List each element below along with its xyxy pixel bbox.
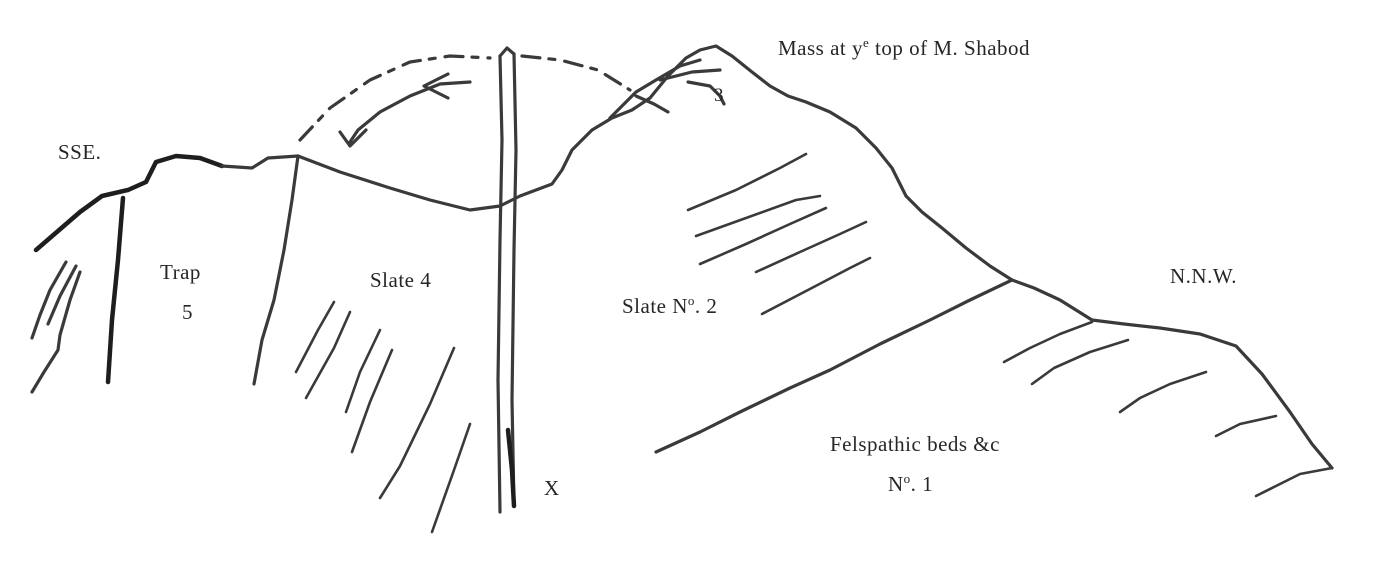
label-felspathic-beds: Felspathic beds &c (830, 432, 1000, 456)
no1-superscript: o (903, 471, 911, 486)
slate4-cleavage-lines (294, 300, 472, 534)
slate2-superscript: o (687, 293, 695, 308)
slate2-number: . 2 (694, 294, 718, 318)
label-trap-number: 5 (182, 300, 193, 324)
trap-inner-line (105, 195, 126, 385)
dyke-bottom (505, 427, 517, 509)
label-x-mark: X (544, 476, 560, 500)
label-sse: SSE. (58, 140, 102, 164)
label-trap: Trap (160, 260, 201, 284)
felspathic-boundary (654, 278, 1014, 454)
title-rest: top of M. Shabod (869, 36, 1031, 60)
label-slate-4: Slate 4 (370, 268, 432, 292)
slate4-boundary (252, 154, 300, 386)
arrow-curve (348, 80, 472, 144)
label-nnw: N.N.W. (1170, 264, 1237, 288)
title-label: Mass at ye top of M. Shabod (778, 36, 1030, 59)
title-prefix: Mass at y (778, 36, 863, 60)
dashed-arc-left (298, 54, 492, 142)
dashed-arc-right (520, 54, 632, 92)
dyke-right-wall (510, 52, 518, 508)
dyke-top (498, 46, 516, 58)
arrowhead-upper (422, 72, 450, 100)
slate2-prefix: Slate N (622, 294, 688, 318)
label-no-1: No. 1 (888, 472, 933, 495)
dyke-left-wall (496, 54, 504, 514)
summit-mass-lines (608, 58, 726, 120)
sse-escarpment-outline (33, 153, 225, 253)
label-number-3: 3 (714, 85, 724, 106)
title-superscript: e (863, 35, 870, 50)
slate2-bedding-lines (686, 152, 872, 316)
no1-prefix: N (888, 472, 904, 496)
sse-cleavage-lines (30, 260, 82, 394)
label-slate-no-2: Slate No. 2 (622, 294, 717, 317)
felspathic-bed-lines (1002, 320, 1334, 498)
arrowhead-lower (338, 128, 368, 148)
ridge-profile (220, 44, 1334, 470)
no1-number: . 1 (910, 472, 934, 496)
